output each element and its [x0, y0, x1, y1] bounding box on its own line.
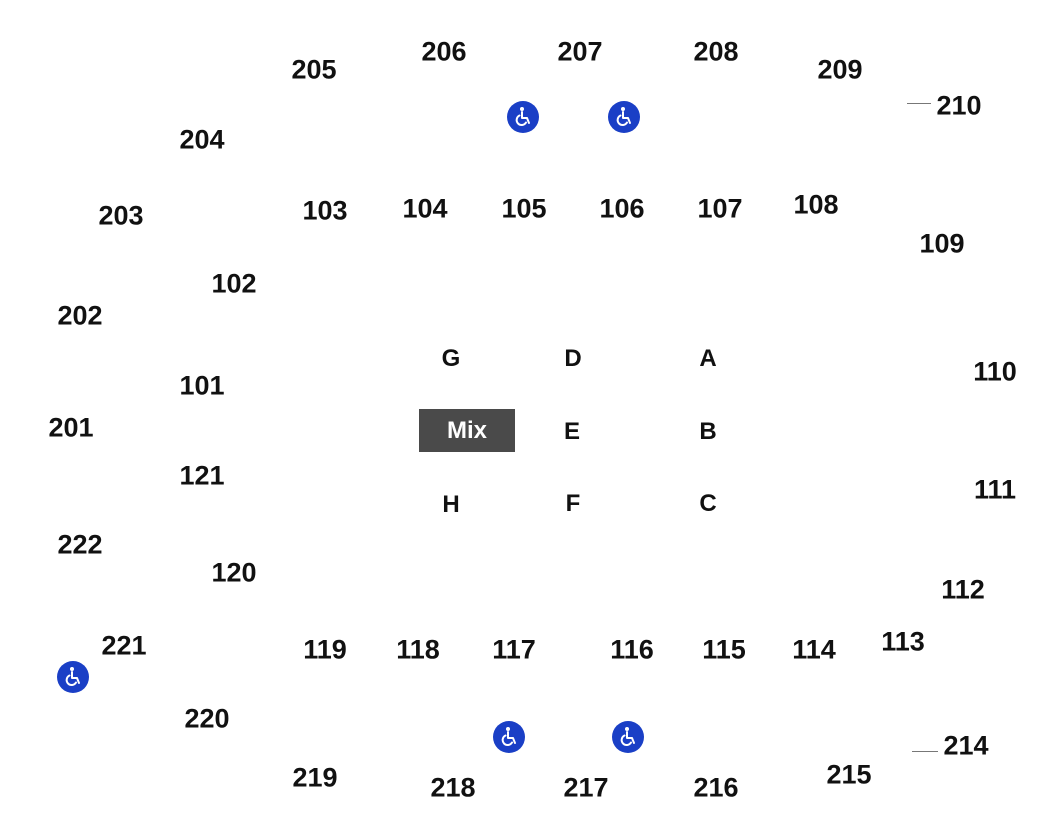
section-108-label[interactable]: 108 — [793, 189, 839, 220]
floor-section-d-label[interactable]: D — [564, 345, 582, 372]
section-214-label[interactable]: 214 — [943, 730, 989, 761]
section-222-label[interactable]: 222 — [57, 529, 103, 560]
section-205-label[interactable]: 205 — [291, 54, 337, 85]
section-101-label[interactable]: 101 — [179, 370, 225, 401]
section-209-label[interactable]: 209 — [817, 54, 863, 85]
mix-booth: Mix — [419, 409, 515, 452]
section-102-label[interactable]: 102 — [211, 268, 257, 299]
section-203-label[interactable]: 203 — [98, 200, 144, 231]
wheelchair-accessible-icon — [507, 101, 539, 133]
section-114-label[interactable]: 114 — [792, 634, 836, 665]
section-221-label[interactable]: 221 — [101, 630, 147, 661]
section-216-label[interactable]: 216 — [693, 772, 739, 803]
section-105-label[interactable]: 105 — [501, 193, 547, 224]
wheelchair-accessible-icon — [612, 721, 644, 753]
section-117-label[interactable]: 117 — [492, 634, 536, 665]
section-214-leader — [912, 751, 938, 752]
section-218-label[interactable]: 218 — [430, 772, 476, 803]
section-116-label[interactable]: 116 — [610, 634, 654, 665]
section-210-label[interactable]: 210 — [936, 90, 982, 121]
section-219-label[interactable]: 219 — [292, 762, 338, 793]
section-111-label[interactable]: 111 — [973, 474, 1017, 505]
section-110-label[interactable]: 110 — [973, 356, 1017, 387]
floor-section-b-label[interactable]: B — [699, 418, 717, 445]
section-120-label[interactable]: 120 — [211, 557, 257, 588]
floor-section-c-label[interactable]: C — [699, 490, 717, 517]
floor-section-e-label[interactable]: E — [563, 418, 581, 445]
section-215-label[interactable]: 215 — [826, 759, 872, 790]
section-104-label[interactable]: 104 — [402, 193, 448, 224]
section-119-label[interactable]: 119 — [303, 634, 347, 665]
section-107-label[interactable]: 107 — [697, 193, 743, 224]
section-206-label[interactable]: 206 — [421, 36, 467, 67]
section-106-label[interactable]: 106 — [599, 193, 645, 224]
section-109-label[interactable]: 109 — [919, 228, 965, 259]
section-204-label[interactable]: 204 — [179, 124, 225, 155]
wheelchair-accessible-icon — [57, 661, 89, 693]
section-121-label[interactable]: 121 — [179, 460, 225, 491]
section-115-label[interactable]: 115 — [702, 634, 746, 665]
floor-section-h-label[interactable]: H — [442, 491, 460, 518]
section-210-leader — [907, 103, 931, 104]
section-220-label[interactable]: 220 — [184, 703, 230, 734]
section-217-label[interactable]: 217 — [563, 772, 609, 803]
floor-section-g-label[interactable]: G — [441, 345, 461, 372]
section-113-label[interactable]: 113 — [881, 626, 925, 657]
section-118-label[interactable]: 118 — [396, 634, 440, 665]
section-112-label[interactable]: 112 — [941, 574, 985, 605]
wheelchair-accessible-icon — [493, 721, 525, 753]
section-208-label[interactable]: 208 — [693, 36, 739, 67]
section-202-label[interactable]: 202 — [57, 300, 103, 331]
floor-section-a-label[interactable]: A — [699, 345, 717, 372]
wheelchair-accessible-icon — [608, 101, 640, 133]
section-207-label[interactable]: 207 — [557, 36, 603, 67]
section-201-label[interactable]: 201 — [48, 412, 94, 443]
section-103-label[interactable]: 103 — [302, 195, 348, 226]
floor-section-f-label[interactable]: F — [565, 490, 581, 517]
